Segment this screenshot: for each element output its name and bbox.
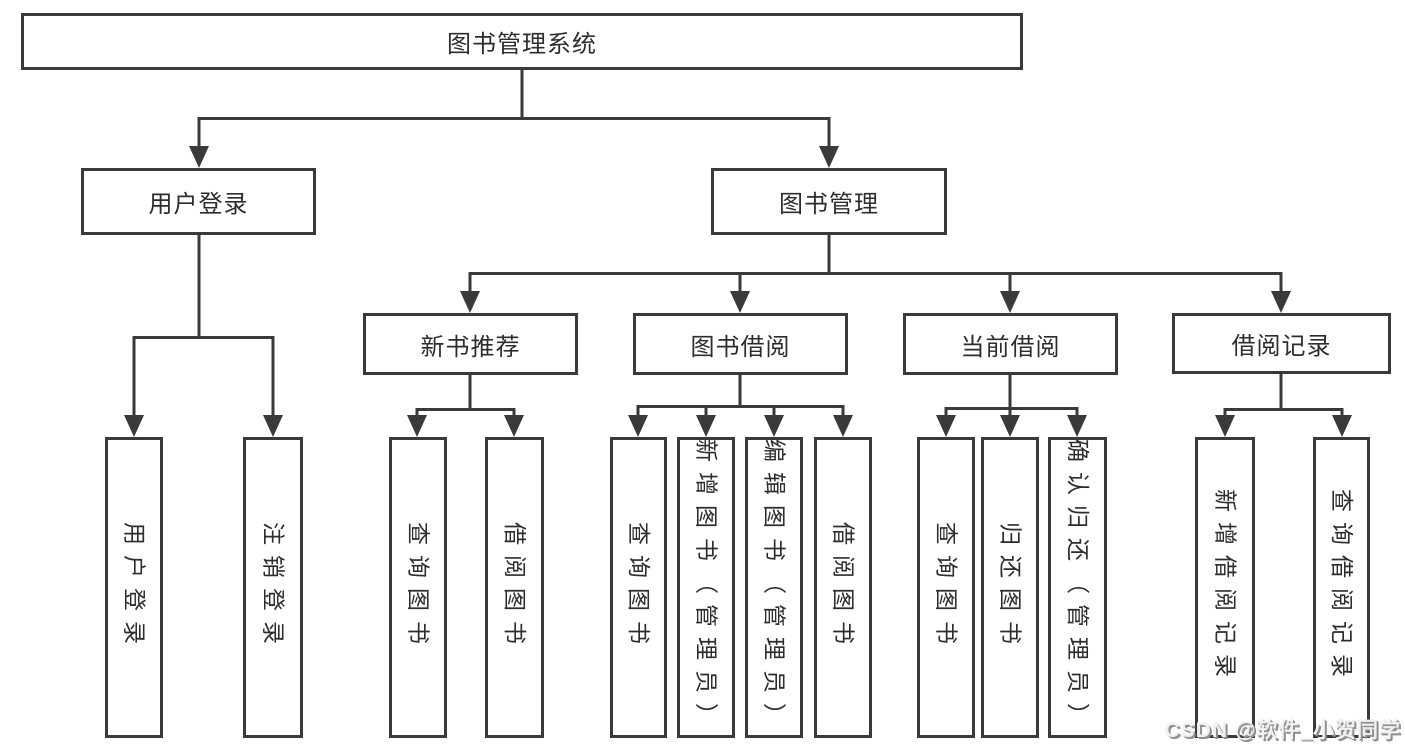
leaf-bb-edit-books: 编辑图书（管理员） (745, 437, 803, 738)
leaf-bb-add-books: 新增图书（管理员） (677, 437, 735, 738)
arrow-down-icon (764, 415, 784, 437)
node-label: 借阅记录 (1231, 333, 1332, 360)
node-label: 图书管理 (779, 191, 879, 218)
arrow-down-icon (696, 415, 716, 437)
leaf-label: 查询图书 (933, 521, 960, 654)
leaf-label: 新增图书（管理员） (693, 439, 720, 736)
csdn-watermark: CSDN @软件_小贺同学 (1164, 719, 1401, 742)
arrow-down-icon (730, 291, 750, 313)
edges-current-borrowing-to-leaves (936, 375, 1087, 437)
arrow-down-icon (628, 415, 648, 437)
arrow-down-icon (460, 291, 480, 313)
arrow-down-icon (833, 415, 853, 437)
leaf-label: 用户登录 (121, 521, 148, 654)
leaf-label: 查询图书 (405, 521, 432, 654)
leaf-label: 编辑图书（管理员） (761, 439, 788, 736)
arrow-down-icon (936, 415, 956, 437)
leaf-label: 归还图书 (997, 521, 1024, 654)
node-label: 图书借阅 (690, 333, 791, 361)
leaf-label: 查询图书 (626, 521, 652, 654)
arrow-down-icon (1215, 415, 1235, 437)
leaf-br-add-record: 新增借阅记录 (1195, 437, 1255, 738)
leaf-bb-borrow-books: 借阅图书 (814, 437, 872, 738)
arrow-down-icon (1000, 415, 1020, 437)
arrow-down-icon (504, 415, 524, 437)
leaf-nbr-borrow-books: 借阅图书 (485, 437, 544, 738)
leaf-bb-query-books: 查询图书 (610, 437, 667, 738)
leaf-logout: 注销登录 (243, 437, 303, 738)
edges-book-management-to-level3 (460, 235, 1291, 313)
node-book-management: 图书管理 (711, 168, 947, 235)
arrow-down-icon (124, 415, 144, 437)
node-label: 当前借阅 (960, 333, 1061, 361)
node-book-borrowing: 图书借阅 (633, 313, 848, 375)
leaf-nbr-query-books: 查询图书 (389, 437, 447, 738)
leaf-label: 确认归还（管理员） (1065, 439, 1091, 736)
arrow-down-icon (189, 146, 209, 168)
arrow-down-icon (819, 146, 839, 168)
node-root: 图书管理系统 (21, 13, 1023, 70)
edges-borrowing-records-to-leaves (1215, 374, 1352, 437)
arrow-down-icon (263, 415, 283, 437)
arrow-down-icon (1332, 415, 1352, 437)
leaf-user-login: 用户登录 (105, 437, 163, 738)
leaf-cb-query-books: 查询图书 (917, 437, 975, 738)
leaf-label: 借阅图书 (830, 521, 857, 654)
arrow-down-icon (407, 415, 427, 437)
node-user-login: 用户登录 (81, 168, 316, 235)
leaf-label: 注销登录 (260, 521, 287, 654)
edges-new-book-recommend-to-leaves (407, 375, 524, 437)
leaf-br-query-record: 查询借阅记录 (1313, 437, 1370, 738)
edges-root-to-level2 (189, 70, 839, 168)
node-borrowing-records: 借阅记录 (1172, 313, 1391, 374)
leaf-label: 查询借阅记录 (1329, 488, 1355, 687)
leaf-label: 借阅图书 (502, 521, 528, 654)
arrow-down-icon (1067, 415, 1087, 437)
node-new-book-recommend: 新书推荐 (363, 313, 578, 375)
node-label: 图书管理系统 (447, 31, 597, 58)
leaf-label: 新增借阅记录 (1212, 488, 1239, 687)
node-label: 新书推荐 (420, 333, 521, 361)
arrow-down-icon (1000, 291, 1020, 313)
leaf-cb-confirm-return: 确认归还（管理员） (1048, 437, 1107, 738)
node-current-borrowing: 当前借阅 (903, 313, 1118, 375)
edges-user-login-to-leaves (124, 235, 283, 437)
node-label: 用户登录 (148, 191, 249, 218)
arrow-down-icon (1271, 291, 1291, 313)
edges-book-borrowing-to-leaves (628, 375, 853, 437)
leaf-cb-return-books: 归还图书 (981, 437, 1039, 738)
